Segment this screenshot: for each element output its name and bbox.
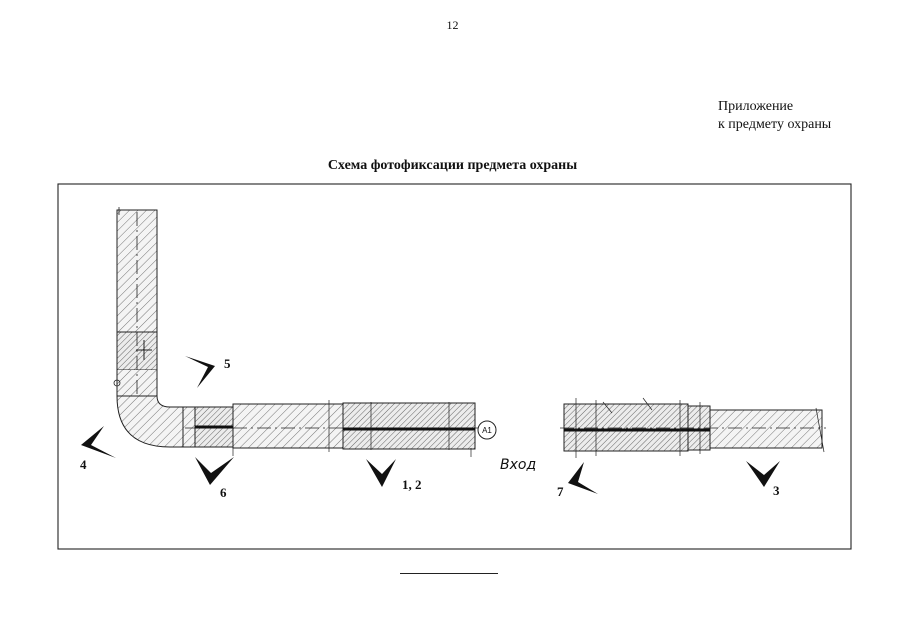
viewpoint-7-label: 7 bbox=[557, 484, 564, 499]
scheme-title: Схема фотофиксации предмета охраны bbox=[327, 158, 578, 173]
drawing-frame bbox=[57, 183, 852, 550]
viewpoint-5-label: 5 bbox=[224, 356, 231, 371]
viewpoint-7: 7 bbox=[557, 462, 598, 499]
entry-label: Вход bbox=[500, 457, 536, 473]
left-wall-section bbox=[113, 207, 478, 457]
appendix-note: Приложение к предмету охраны bbox=[718, 98, 831, 134]
section-mark-a1: A1 bbox=[477, 420, 497, 440]
viewpoint-3: 3 bbox=[746, 461, 780, 498]
viewpoint-1-2-label: 1, 2 bbox=[402, 477, 422, 492]
viewpoint-4-label: 4 bbox=[80, 457, 87, 472]
appendix-line-2: к предмету охраны bbox=[718, 117, 832, 132]
page-number: 12 bbox=[446, 18, 459, 32]
viewpoint-6: 6 bbox=[195, 457, 234, 500]
footer-rule bbox=[400, 573, 498, 574]
svg-text:A1: A1 bbox=[482, 426, 492, 435]
viewpoint-4: 4 bbox=[80, 426, 116, 472]
viewpoint-1-2: 1, 2 bbox=[366, 459, 422, 492]
viewpoint-5: 5 bbox=[185, 356, 231, 388]
appendix-line-1: Приложение bbox=[718, 99, 794, 114]
viewpoint-3-label: 3 bbox=[773, 483, 780, 498]
right-wall-section bbox=[560, 397, 826, 458]
viewpoint-6-label: 6 bbox=[220, 485, 227, 500]
